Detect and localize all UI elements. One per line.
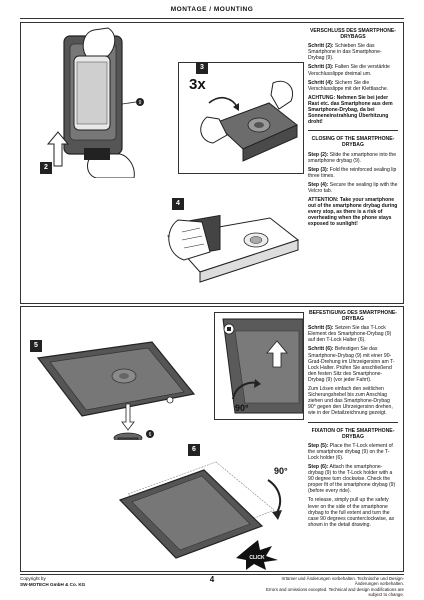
- copyright-line-1: Copyright by: [20, 576, 46, 581]
- step-6-badge: 6: [188, 444, 200, 456]
- section-fixation-frame: [20, 306, 404, 572]
- header-rule: [20, 18, 404, 19]
- angle-detail-text: 90°: [235, 403, 249, 413]
- fixation-en-step-5: Step (5): Place the T-Lock element of th…: [308, 442, 393, 461]
- section-closing-frame: [20, 22, 404, 304]
- fixation-de-step-6: Schritt (6): Befestigen Sie das Smartpho…: [308, 346, 395, 383]
- callout-6-text: 6: [149, 432, 152, 438]
- heading-closing-de: VERSCHLUSS DES SMARTPHONE-DRYBAGS: [309, 28, 397, 41]
- click-text: CLICK: [249, 555, 265, 561]
- figure-step-3: 3x: [178, 62, 304, 174]
- figure-step-2: 9: [24, 26, 174, 178]
- angle-main-text: 90°: [274, 466, 288, 476]
- fixation-en-step-6: Step (6): Attach the smartphone-drybag (…: [308, 463, 396, 495]
- closing-en-step-3: Step (3): Fold the reinforced sealing li…: [308, 166, 397, 179]
- closing-de-step-4: Schritt (4): Sichern Sie die Verschlussl…: [308, 79, 389, 92]
- closing-en-step-4: Step (4): Secure the sealing lip with th…: [308, 181, 398, 194]
- disclaimer-en: Errors and omissions excepted. Technical…: [265, 586, 404, 597]
- section-fixation-text: BEFESTIGUNG DES SMARTPHONE-DRYBAG Schrit…: [308, 310, 398, 531]
- figure-detail-drawing: 90°: [215, 313, 303, 419]
- fixation-en-release: To release, simply pull up the safety le…: [308, 497, 395, 528]
- figure-step-6-drawing: 90° CLICK: [118, 461, 288, 570]
- copyright-line-2: SW-MOTECH GmbH & Co. KG: [20, 581, 86, 587]
- closing-en-step-2: Step (2): Slide the smartphone into the …: [308, 151, 397, 164]
- closing-de-warning: ACHTUNG: Nehmen Sie bei jeder Rast etc. …: [308, 94, 393, 126]
- closing-de-step-2: Schritt (2): Schieben Sie das Smartphone…: [308, 43, 382, 62]
- fixation-de-release: Zum Lösen einfach den seitlichen Sicheru…: [308, 386, 393, 417]
- page-number: 4: [209, 575, 215, 584]
- closing-de-step-3: Schritt (3): Falten Sie die verstärkte V…: [308, 64, 390, 77]
- footer-rule: [20, 574, 404, 575]
- step-5-badge: 5: [30, 340, 42, 352]
- page-header: MONTAGE / MOUNTING: [170, 6, 254, 13]
- figure-step-4-drawing: [167, 214, 300, 283]
- figure-step-2-drawing: 9: [46, 27, 144, 178]
- footer-disclaimer: Irrtümer und Änderungen vorbehalten. Tec…: [260, 576, 404, 597]
- step-3-badge: 3: [196, 62, 208, 74]
- closing-en-warning: ATTENTION: Take your smartphone out of t…: [308, 197, 398, 228]
- figure-detail-release: 90°: [214, 312, 304, 420]
- figure-step-5: 6: [24, 334, 200, 458]
- section-closing-text: VERSCHLUSS DES SMARTPHONE-DRYBAGS Schrit…: [308, 28, 398, 231]
- footer-copyright: Copyright by SW-MOTECH GmbH & Co. KG: [20, 576, 85, 587]
- figure-step-4: [160, 196, 304, 300]
- fold-count-text: 3x: [189, 76, 206, 93]
- callout-9-text: 9: [139, 100, 142, 106]
- figure-step-6: 90° CLICK: [108, 440, 304, 570]
- step-4-badge: 4: [172, 198, 184, 210]
- heading-fixation-en: FIXATION OF THE SMARTPHONE-DRYBAG: [311, 427, 395, 440]
- heading-fixation-de: BEFESTIGUNG DES SMARTPHONE-DRYBAG: [308, 310, 397, 323]
- disclaimer-de: Irrtümer und Änderungen vorbehalten. Tec…: [281, 576, 404, 587]
- step-2-badge: 2: [40, 162, 52, 174]
- heading-closing-en: CLOSING OF THE SMARTPHONE-DRYBAG: [311, 136, 395, 149]
- fixation-de-step-5: Schritt (5): Setzen Sie das T-Lock Eleme…: [308, 325, 392, 344]
- figure-step-3-drawing: 3x: [189, 76, 298, 162]
